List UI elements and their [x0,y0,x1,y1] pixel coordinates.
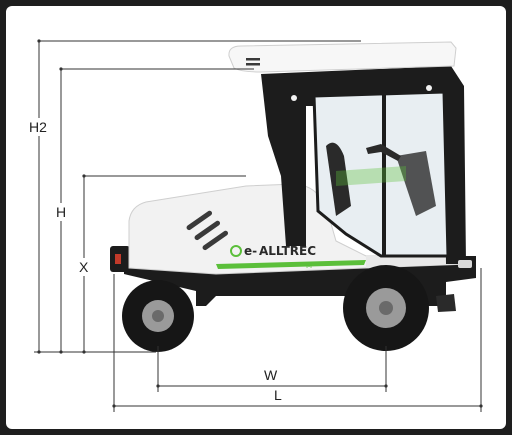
beacon-light-front [426,85,432,91]
dimension-ticks [37,39,483,408]
vent-grille [186,210,229,251]
cab-window [312,90,450,258]
brand-mark: e- [244,244,257,258]
model-badge: M [306,262,312,270]
front-wheel [343,265,429,351]
rear-wheel [122,280,194,352]
headlight [458,260,472,268]
sweeper-vehicle: e- ALLTREC M [110,41,476,352]
front-hood [366,256,466,268]
h2-label: H2 [29,119,47,135]
interior-trim [336,166,406,186]
front-brush [436,294,456,312]
roof-vent-2 [246,63,260,66]
rear-light [115,254,121,264]
dashboard [396,151,436,216]
x-label: X [79,259,89,275]
x-label-bg [77,258,91,276]
cab-roof [228,41,457,73]
vehicle-dimension-drawing: e- ALLTREC M [27,39,483,412]
leaf-icon [230,245,242,257]
w-label: W [264,367,278,383]
roof-vent-1 [246,58,260,61]
beacon-light-rear [291,95,297,101]
product-card: e- ALLTREC M [6,6,506,429]
h2-label-bg [27,118,53,136]
accent-stripe [216,260,366,269]
brand-name: ALLTREC [259,244,316,258]
h-label: H [56,204,66,220]
l-label: L [274,387,282,403]
seat [326,142,351,216]
steering-wheel [366,144,401,161]
h-label-bg [54,203,68,221]
brand-logo: e- ALLTREC M [230,244,316,270]
